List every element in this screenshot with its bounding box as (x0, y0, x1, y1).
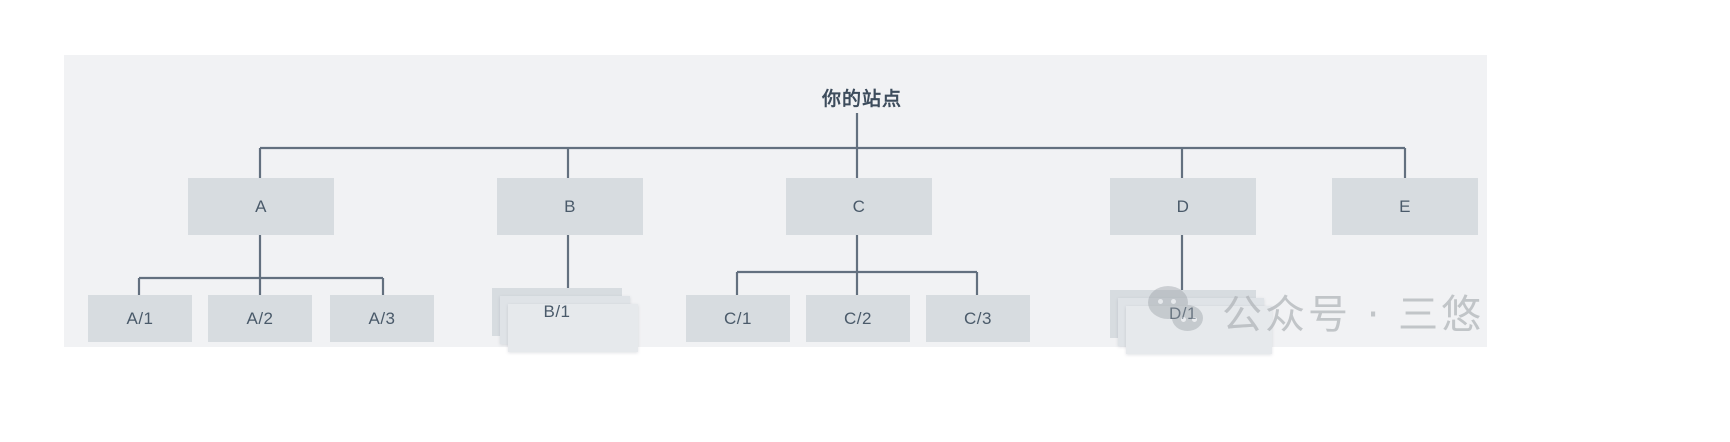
node-a[interactable]: A (188, 178, 334, 235)
node-a1[interactable]: A/1 (88, 295, 192, 342)
node-b1[interactable]: B/1 (492, 288, 638, 352)
node-a3[interactable]: A/3 (330, 295, 434, 342)
node-c1[interactable]: C/1 (686, 295, 790, 342)
node-c3[interactable]: C/3 (926, 295, 1030, 342)
node-c2[interactable]: C/2 (806, 295, 910, 342)
node-d1[interactable]: D/1 (1110, 290, 1272, 354)
node-d[interactable]: D (1110, 178, 1256, 235)
node-e[interactable]: E (1332, 178, 1478, 235)
root-node-label: 你的站点 (821, 89, 902, 110)
node-a2[interactable]: A/2 (208, 295, 312, 342)
node-c[interactable]: C (786, 178, 932, 235)
node-b[interactable]: B (497, 178, 643, 235)
